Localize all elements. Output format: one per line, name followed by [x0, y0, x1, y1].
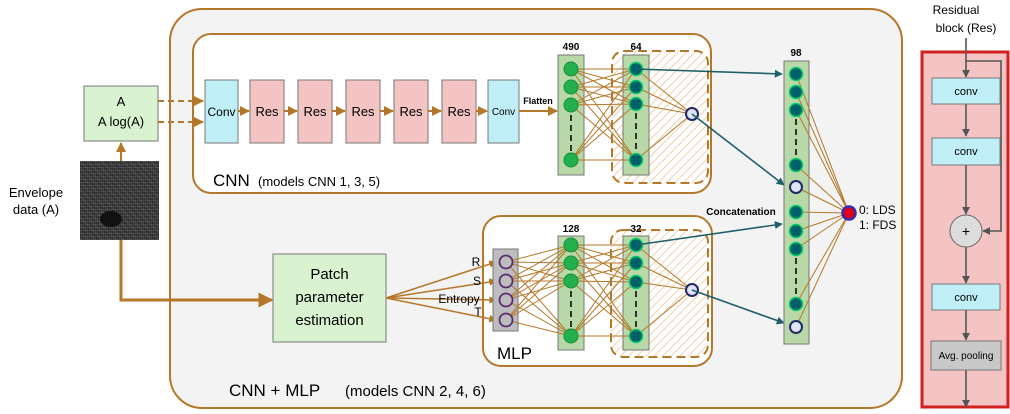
residual-conv-1-label: conv — [954, 86, 978, 98]
output-node — [841, 205, 857, 221]
outer-subtitle: (models CNN 2, 4, 6) — [345, 383, 486, 400]
concat-nodes — [788, 66, 804, 312]
cnn-layer2-size: 64 — [630, 42, 642, 53]
mlp-layer1-size: 128 — [563, 224, 580, 235]
conv-block-1-label: Conv — [207, 105, 235, 119]
outer-title: CNN + MLP — [229, 381, 320, 400]
mlp-layer2-nodes — [628, 237, 644, 344]
concat-arrows — [635, 68, 785, 325]
mlp-title: MLP — [497, 344, 532, 363]
output-connections — [795, 73, 850, 328]
transform-box — [83, 85, 159, 142]
patch-label-1: Patch — [310, 266, 348, 283]
feature-entropy: Entropy — [438, 292, 479, 306]
res-block-3-label: Res — [351, 104, 375, 119]
conv-block-1 — [204, 79, 239, 144]
mlp-connections — [505, 244, 693, 337]
conv-block-2-label: Conv — [492, 107, 515, 118]
residual-conv-2-label: conv — [954, 146, 978, 158]
envelope-image — [80, 161, 159, 240]
residual-pool-label: Avg. pooling — [939, 351, 994, 362]
res-block-2 — [297, 79, 333, 144]
res-block-4-label: Res — [399, 104, 423, 119]
residual-conv-3 — [931, 283, 1001, 311]
cnn-layer2-nodes — [628, 61, 644, 168]
envelope-label-1: Envelope — [9, 185, 63, 200]
residual-title-2: block (Res) — [936, 21, 997, 35]
concat-dropped-nodes — [789, 180, 803, 334]
residual-conv-3-label: conv — [954, 292, 978, 304]
res-block-5-label: Res — [447, 104, 471, 119]
mlp-layer1-nodes — [563, 237, 579, 344]
cnn-subtitle: (models CNN 1, 3, 5) — [258, 174, 380, 189]
res-block-1-label: Res — [255, 104, 279, 119]
res-block-5 — [441, 79, 477, 144]
patch-estimation-box — [272, 253, 387, 343]
output-label-lds: 0: LDS — [859, 203, 896, 217]
transform-label-alog: A log(A) — [98, 114, 144, 129]
residual-conv-1 — [931, 77, 1001, 105]
feature-s: S — [473, 274, 481, 288]
patch-label-3: estimation — [295, 312, 363, 329]
feature-r: R — [472, 255, 481, 269]
transform-label-a: A — [117, 94, 126, 109]
res-block-4 — [393, 79, 429, 144]
cnn-layer1-nodes — [563, 61, 579, 168]
flatten-label: Flatten — [523, 96, 553, 106]
residual-conv-2 — [931, 137, 1001, 166]
residual-title-1: Residual — [933, 3, 980, 17]
concatenation-label: Concatenation — [706, 207, 775, 218]
cnn-title: CNN — [213, 171, 250, 190]
envelope-label-2: data (A) — [13, 202, 59, 217]
feature-arrows — [385, 260, 497, 323]
output-label-fds: 1: FDS — [859, 218, 896, 232]
residual-arrows — [962, 38, 1002, 408]
concat-size: 98 — [790, 48, 802, 59]
mlp-input-nodes — [498, 254, 514, 328]
residual-add-node — [949, 214, 983, 248]
envelope-image-dark-region — [100, 211, 122, 227]
res-block-2-label: Res — [303, 104, 327, 119]
image-to-patch-arrow — [119, 240, 274, 308]
feature-t: T — [474, 305, 482, 319]
cnn-layer1-size: 490 — [563, 42, 580, 53]
patch-label-2: parameter — [295, 289, 363, 306]
mlp-layer2-size: 32 — [630, 224, 642, 235]
residual-plus: + — [962, 223, 970, 239]
cnn-connections — [570, 68, 693, 161]
res-block-3 — [345, 79, 381, 144]
res-block-1 — [249, 79, 285, 144]
residual-avg-pool — [930, 340, 1002, 371]
